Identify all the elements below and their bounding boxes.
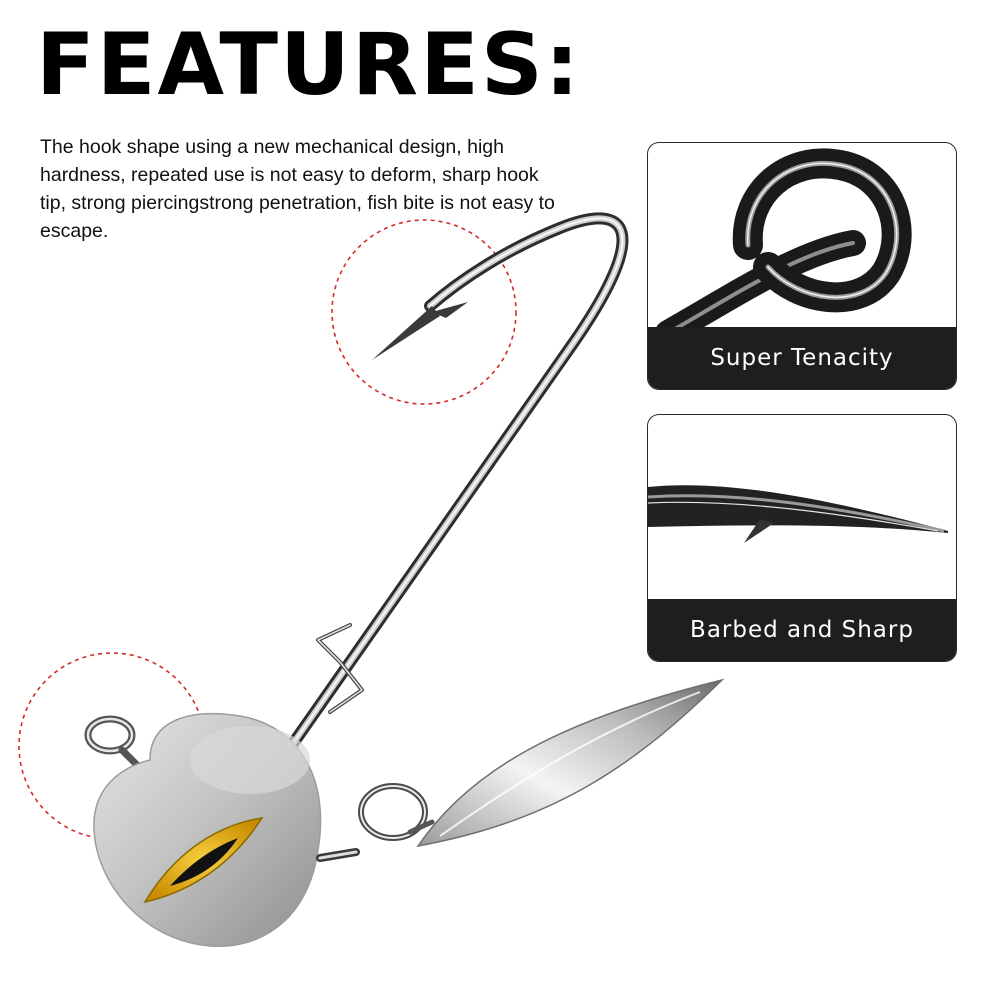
hook-barb-closeup-icon xyxy=(648,485,948,543)
hook-eye-closeup-icon xyxy=(655,148,912,333)
features-description: The hook shape using a new mechanical de… xyxy=(40,136,555,242)
line-eye-ring xyxy=(84,715,144,772)
fish-eye-decal xyxy=(143,817,264,904)
willow-blade xyxy=(416,678,725,848)
feature-card-super-tenacity: Super Tenacity xyxy=(647,142,957,390)
features-headline: FEATURES: xyxy=(36,15,582,115)
card-label-super-tenacity: Super Tenacity xyxy=(648,327,956,389)
card-label-barbed-and-sharp: Barbed and Sharp xyxy=(648,599,956,661)
bait-keeper xyxy=(316,623,364,714)
hook-point xyxy=(372,302,468,360)
spinner-split-ring xyxy=(316,783,435,862)
hook-shank xyxy=(272,212,629,771)
lead-jig-head xyxy=(93,712,322,947)
feature-card-barbed-and-sharp: Barbed and Sharp xyxy=(647,414,957,662)
hook-tip-highlight-circle xyxy=(331,219,517,405)
